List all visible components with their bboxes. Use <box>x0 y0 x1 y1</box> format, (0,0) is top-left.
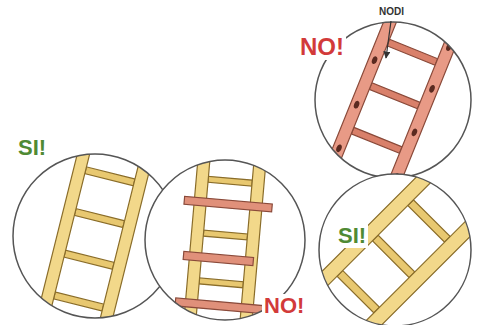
good-ladder-tilted <box>294 144 501 325</box>
verdict-label: NO! <box>262 294 306 318</box>
part-label: NODI <box>377 6 406 17</box>
verdict-label: NO! <box>298 34 346 60</box>
leader-arrow <box>386 21 391 58</box>
verdict-label: SI! <box>16 136 48 160</box>
verdict-label: SI! <box>336 224 368 248</box>
